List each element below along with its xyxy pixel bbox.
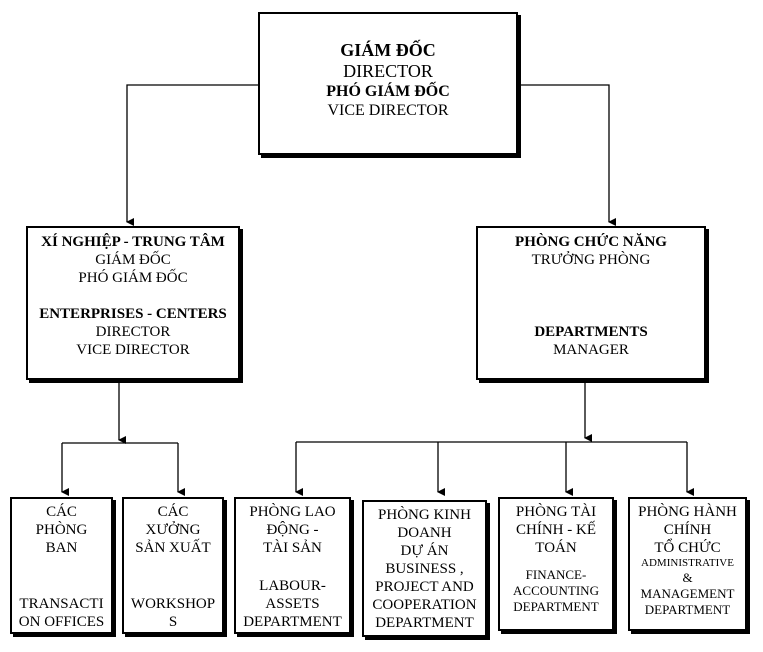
business-project-box: PHÒNG KINH DOANH DỰ ÁN BUSINESS , PROJEC… — [362, 500, 487, 637]
admin-vn-line3: TỔ CHỨC — [654, 540, 721, 556]
offices-en-line1: TRANSACTI — [19, 596, 104, 612]
connector-top-to-enterprises — [126, 84, 258, 226]
director-title-vn: GIÁM ĐỐC — [340, 40, 436, 60]
offices-vn-line2: PHÒNG — [35, 522, 88, 538]
business-en-line3: COOPERATION — [372, 597, 477, 613]
administrative-management-box: PHÒNG HÀNH CHÍNH TỔ CHỨC ADMINISTRATIVE … — [628, 497, 747, 631]
business-en-line1: BUSINESS , — [385, 561, 464, 577]
departments-box: PHÒNG CHỨC NĂNG TRƯỞNG PHÒNG DEPARTMENTS… — [476, 226, 706, 380]
business-vn-line2: DOANH — [397, 525, 452, 541]
director-box: GIÁM ĐỐC DIRECTOR PHÓ GIÁM ĐỐC VICE DIRE… — [258, 12, 518, 155]
labour-vn-line1: PHÒNG LAO — [249, 504, 336, 520]
finance-vn-line2: CHÍNH - KẾ — [516, 522, 596, 538]
labour-vn-line2: ĐỘNG - — [266, 522, 319, 538]
offices-vn-line3: BAN — [45, 540, 78, 556]
workshops-en-line2: S — [168, 614, 178, 630]
enterprises-vice-director-vn: PHÓ GIÁM ĐỐC — [78, 270, 188, 286]
labour-assets-box: PHÒNG LAO ĐỘNG - TÀI SẢN LABOUR- ASSETS … — [234, 497, 351, 634]
finance-en-line2: ACCOUNTING — [513, 583, 599, 598]
enterprises-director-en: DIRECTOR — [95, 324, 171, 340]
workshops-vn-line3: SẢN XUẤT — [135, 540, 211, 556]
vice-director-en: VICE DIRECTOR — [327, 102, 449, 119]
director-title-en: DIRECTOR — [343, 61, 433, 81]
workshops-vn-line2: XƯỞNG — [145, 522, 201, 538]
admin-en-line4: DEPARTMENT — [644, 602, 731, 617]
enterprises-heading-vn: XÍ NGHIỆP - TRUNG TÂM — [41, 234, 225, 250]
transaction-offices-box: CÁC PHÒNG BAN TRANSACTI ON OFFICES — [10, 497, 113, 634]
admin-vn-line1: PHÒNG HÀNH — [638, 504, 737, 520]
workshops-box: CÁC XƯỞNG SẢN XUẤT WORKSHOP S — [122, 497, 224, 634]
workshops-vn-line1: CÁC — [157, 504, 189, 520]
vice-director-vn: PHÓ GIÁM ĐỐC — [326, 83, 450, 100]
admin-en-line3: MANAGEMENT — [640, 586, 735, 601]
enterprises-heading-en: ENTERPRISES - CENTERS — [39, 306, 227, 322]
departments-heading-en: DEPARTMENTS — [534, 324, 648, 340]
admin-vn-line2: CHÍNH — [663, 522, 712, 538]
enterprises-centers-box: XÍ NGHIỆP - TRUNG TÂM GIÁM ĐỐC PHÓ GIÁM … — [26, 226, 240, 380]
finance-vn-line1: PHÒNG TÀI — [515, 504, 597, 520]
admin-en-line2: & — [682, 570, 693, 585]
labour-vn-line3: TÀI SẢN — [263, 540, 322, 556]
finance-vn-line3: TOÁN — [535, 540, 577, 556]
labour-en-line2: ASSETS — [265, 596, 320, 612]
labour-en-line1: LABOUR- — [259, 578, 326, 594]
enterprises-vice-director-en: VICE DIRECTOR — [76, 342, 190, 358]
business-vn-line3: DỰ ÁN — [400, 543, 449, 559]
workshops-en-line1: WORKSHOP — [130, 596, 216, 612]
departments-manager-vn: TRƯỞNG PHÒNG — [531, 252, 651, 268]
connector-top-to-departments — [518, 84, 616, 226]
business-vn-line1: PHÒNG KINH — [378, 507, 471, 523]
departments-manager-en: MANAGER — [553, 342, 629, 358]
finance-en-line3: DEPARTMENT — [513, 599, 599, 614]
enterprises-director-vn: GIÁM ĐỐC — [95, 252, 171, 268]
offices-en-line2: ON OFFICES — [18, 614, 105, 630]
offices-vn-line1: CÁC — [46, 504, 77, 520]
admin-en-line1: ADMINISTRATIVE — [641, 557, 734, 569]
finance-en-line1: FINANCE- — [525, 567, 587, 582]
finance-accounting-box: PHÒNG TÀI CHÍNH - KẾ TOÁN FINANCE- ACCOU… — [498, 497, 614, 631]
business-en-line4: DEPARTMENT — [375, 615, 474, 631]
business-en-line2: PROJECT AND — [375, 579, 474, 595]
labour-en-line3: DEPARTMENT — [243, 614, 342, 630]
departments-heading-vn: PHÒNG CHỨC NĂNG — [515, 234, 667, 250]
